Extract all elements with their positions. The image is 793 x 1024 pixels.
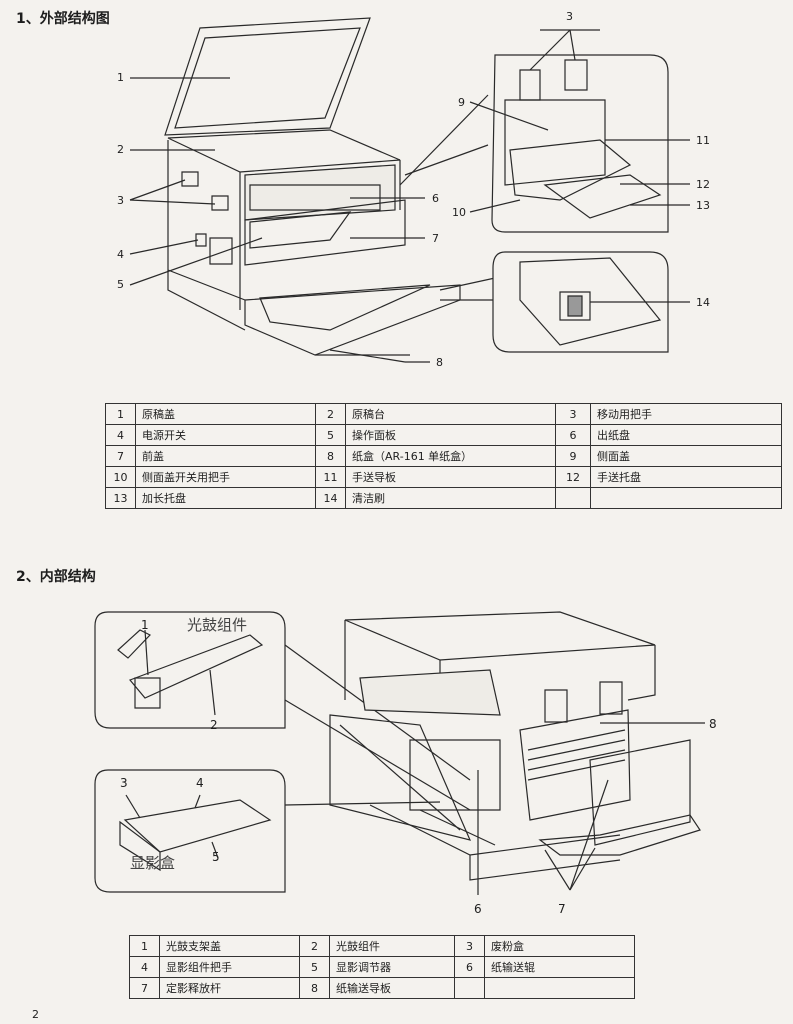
part-number: 7 [129,977,160,999]
interior-parts-table: 1 光鼓支架盖 2 光鼓组件 3 废粉盒 4 显影组件把手 5 显影调节器 6 … [129,935,635,999]
part-number: 9 [555,445,591,467]
part-name: 前盖 [135,445,316,467]
part-name: 纸输送辊 [484,956,635,978]
section1-title: 1、外部结构图 [16,11,110,27]
part-name: 定影释放杆 [159,977,300,999]
part-name: 加长托盘 [135,487,316,509]
part-number: 13 [105,487,136,509]
table-row: 10 侧面盖开关用把手 11 手送导板 12 手送托盘 [105,466,782,488]
part-name: 操作面板 [345,424,556,446]
part-name: 侧面盖 [590,445,782,467]
part-name: 清洁刷 [345,487,556,509]
callout-8: 8 [709,717,717,731]
part-number: 14 [315,487,346,509]
copier-interior-diagram [0,590,793,920]
part-name: 废粉盒 [484,935,635,957]
part-number: 2 [315,403,346,425]
part-name: 侧面盖开关用把手 [135,466,316,488]
part-name: 光鼓组件 [329,935,455,957]
part-number: 4 [129,956,160,978]
part-number: 4 [105,424,136,446]
callout-6: 6 [474,902,482,916]
callout-1: 1 [141,618,149,632]
part-name: 手送托盘 [590,466,782,488]
callout-5: 5 [117,278,124,291]
part-number: 6 [555,424,591,446]
part-name: 纸盒（AR-161 单纸盒） [345,445,556,467]
callout-4: 4 [196,776,204,790]
part-number: 11 [315,466,346,488]
table-row: 1 光鼓支架盖 2 光鼓组件 3 废粉盒 [129,935,635,957]
callout-3b: 3 [566,10,573,23]
part-name: 移动用把手 [590,403,782,425]
part-number: 5 [299,956,330,978]
callout-4: 4 [117,248,124,261]
part-name [484,977,635,999]
part-number: 8 [315,445,346,467]
table-row: 4 电源开关 5 操作面板 6 出纸盘 [105,424,782,446]
callout-1: 1 [117,71,124,84]
part-number: 5 [315,424,346,446]
part-number: 12 [555,466,591,488]
part-number: 6 [454,956,485,978]
callout-14: 14 [696,296,710,309]
part-number: 7 [105,445,136,467]
part-name: 原稿盖 [135,403,316,425]
callout-11: 11 [696,134,710,147]
part-name: 纸输送导板 [329,977,455,999]
table-row: 7 前盖 8 纸盒（AR-161 单纸盒） 9 侧面盖 [105,445,782,467]
part-number: 3 [555,403,591,425]
part-name: 显影调节器 [329,956,455,978]
drum-unit-title: 光鼓组件 [187,616,248,634]
callout-2: 2 [117,143,124,156]
callout-13: 13 [696,199,710,212]
part-name: 电源开关 [135,424,316,446]
developer-unit-title: 显影盒 [130,854,176,872]
table-row: 13 加长托盘 14 清洁刷 [105,487,782,509]
part-name: 原稿台 [345,403,556,425]
callout-6: 6 [432,192,439,205]
callout-12: 12 [696,178,710,191]
page-number: 2 [32,1008,39,1021]
callout-7: 7 [432,232,439,245]
part-number [454,977,485,999]
part-name [590,487,782,509]
copier-exterior-diagram [0,0,793,380]
table-row: 7 定影释放杆 8 纸输送导板 [129,977,635,999]
part-number: 3 [454,935,485,957]
callout-7: 7 [558,902,566,916]
part-name: 光鼓支架盖 [159,935,300,957]
callout-2: 2 [210,718,218,732]
callout-9: 9 [458,96,465,109]
callout-3: 3 [117,194,124,207]
part-number [555,487,591,509]
part-number: 8 [299,977,330,999]
part-name: 手送导板 [345,466,556,488]
callout-10: 10 [452,206,466,219]
exterior-parts-table: 1 原稿盖 2 原稿台 3 移动用把手 4 电源开关 5 操作面板 6 出纸盘 … [105,403,782,509]
part-name: 出纸盘 [590,424,782,446]
part-number: 10 [105,466,136,488]
callout-8: 8 [436,356,443,369]
callout-3: 3 [120,776,128,790]
part-number: 1 [129,935,160,957]
table-row: 4 显影组件把手 5 显影调节器 6 纸输送辊 [129,956,635,978]
callout-5: 5 [212,850,220,864]
table-row: 1 原稿盖 2 原稿台 3 移动用把手 [105,403,782,425]
section2-title: 2、内部结构 [16,569,96,585]
part-number: 1 [105,403,136,425]
part-name: 显影组件把手 [159,956,300,978]
part-number: 2 [299,935,330,957]
